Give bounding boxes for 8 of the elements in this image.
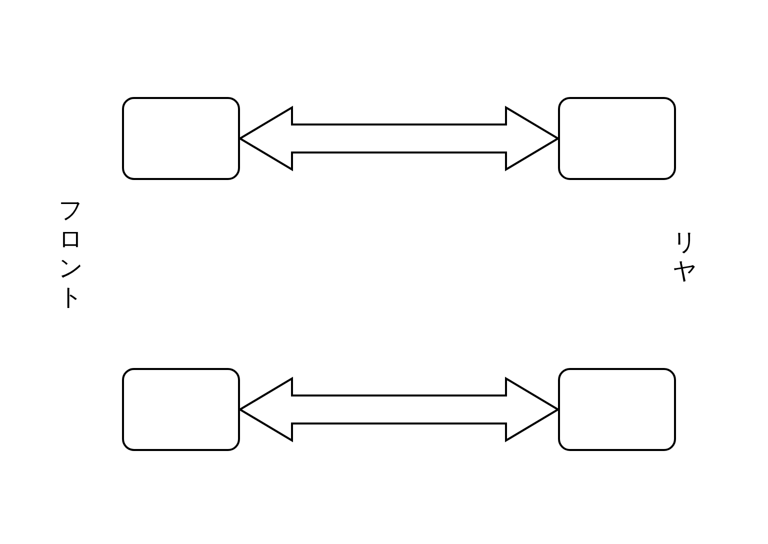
rounded-box <box>122 368 240 451</box>
rounded-box <box>558 368 676 451</box>
side-label: フロント <box>58 196 84 312</box>
double-arrow <box>238 106 560 172</box>
rounded-box <box>122 97 240 180</box>
rounded-box <box>558 97 676 180</box>
double-arrow <box>238 376 560 442</box>
side-label: リヤ <box>672 228 698 286</box>
